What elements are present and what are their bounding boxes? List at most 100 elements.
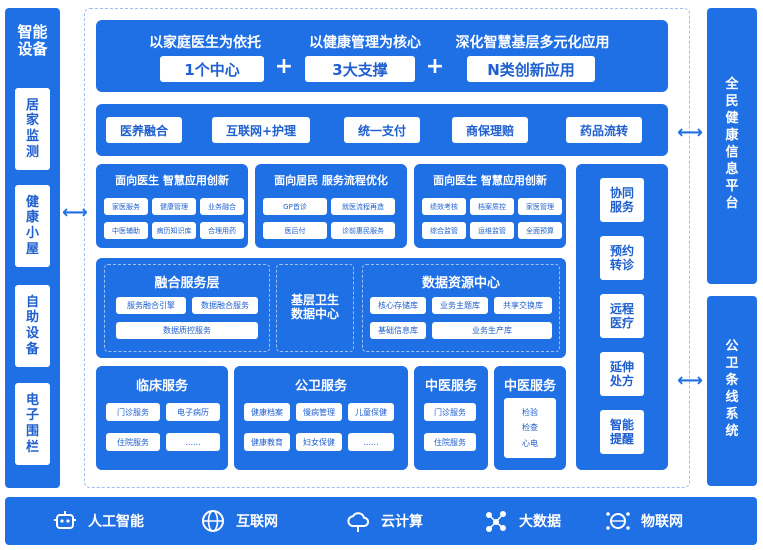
bottom-panel-title: 中医服务: [424, 379, 477, 394]
left-device-char: 助: [25, 310, 39, 326]
app-panel-tag: 中医辅助: [104, 222, 148, 239]
tech-bar-item: 大数据: [483, 508, 561, 534]
right-service-line: 智能: [609, 417, 634, 432]
service-row-item: 医养融合: [106, 117, 182, 143]
left-column-title: 智能 设备: [17, 22, 48, 58]
tag-share-exchange: 共享交换库: [494, 297, 552, 314]
tag-data-fusion: 数据融合服务: [192, 297, 258, 314]
left-device-char: 测: [25, 144, 39, 160]
platform-char: 康: [725, 128, 739, 144]
iot-globe-icon: [605, 508, 631, 534]
tag-data-quality: 数据质控服务: [116, 322, 258, 339]
slogan-3: 深化智慧基层多元化应用: [455, 35, 610, 51]
public-health-panel: [707, 296, 757, 486]
plus-1: +: [274, 54, 294, 79]
platform-char: 信: [725, 145, 739, 160]
app-panel-tag: 诊前惠民服务: [331, 222, 395, 239]
resource-title: 数据资源中心: [421, 276, 500, 291]
app-panel-tag: 家医服务: [104, 198, 148, 215]
platform-char: 全: [725, 77, 739, 93]
app-panel-tag: GP首诊: [263, 198, 327, 215]
service-row-item: 药品流转: [566, 117, 642, 143]
arrow-left-connector: ⟷: [62, 202, 88, 223]
slogan-2: 以健康管理为核心: [309, 35, 421, 51]
app-panel-tag: 综合监管: [422, 222, 466, 239]
public-health-char: 系: [725, 406, 739, 422]
bottom-panel-tag: 电子病历: [166, 403, 220, 421]
platform-title: 全民健康信息平台: [707, 60, 757, 230]
bottom-panel-tag: 检验: [522, 408, 538, 418]
app-panel-tag: 就医流程再造: [331, 198, 395, 215]
center-title: 基层卫生 数据中心: [290, 293, 339, 321]
app-panel-tag: 医后付: [263, 222, 327, 239]
arrow-right-bottom-connector: ⟷: [677, 370, 703, 391]
bottom-panel-tag: 慢病管理: [296, 403, 342, 421]
fusion-title: 融合服务层: [154, 276, 220, 291]
app-panel-tag: 绩效考核: [422, 198, 466, 215]
left-device-char: 电: [25, 392, 39, 408]
app-panel-title: 面向医生 智慧应用创新: [433, 174, 547, 187]
service-row-item: 统一支付: [344, 117, 420, 143]
bottom-panel-tag: 健康教育: [244, 433, 290, 451]
robot-icon: [52, 508, 78, 534]
right-service-item: 协同服务: [600, 178, 644, 222]
app-panel-tag: 病历知识库: [152, 222, 196, 239]
public-health-char: 线: [725, 390, 739, 405]
service-row-item: 商保理赔: [452, 117, 528, 143]
public-health-char: 统: [725, 423, 739, 439]
left-device-char: 栏: [25, 439, 39, 455]
left-device-char: 康: [25, 210, 39, 226]
right-service-line: 转诊: [609, 258, 634, 272]
tech-bar: [5, 497, 757, 545]
tech-bar-item: 物联网: [605, 508, 683, 534]
left-device-item: 电子围栏: [15, 383, 50, 465]
public-health-title: 公卫条线系统: [707, 320, 757, 460]
right-service-item: 智能提醒: [600, 410, 644, 454]
right-service-line: 处方: [609, 374, 634, 388]
left-device-item: 健康小屋: [15, 185, 50, 267]
tag-biz-theme: 业务主题库: [432, 297, 488, 314]
tag-base-info: 基础信息库: [370, 322, 426, 339]
platform-char: 平: [725, 178, 739, 194]
left-device-char: 备: [25, 341, 39, 357]
right-service-line: 医疗: [609, 316, 634, 330]
service-row-item: 互联网+护理: [212, 117, 310, 143]
app-panel-tag: 合理用药: [200, 222, 244, 239]
right-service-line: 提醒: [609, 432, 634, 446]
platform-panel: [707, 8, 757, 284]
bottom-panel-tag-stack: 检验检查心电: [504, 398, 556, 458]
right-service-line: 远程: [609, 301, 634, 316]
tech-bar-label: 物联网: [641, 514, 683, 530]
left-device-char: 家: [25, 113, 39, 129]
app-panel-tag: 运维监管: [470, 222, 514, 239]
right-service-item: 延伸处方: [600, 352, 644, 396]
box-three-pillars: 3大支撑: [305, 56, 415, 82]
tag-core-store: 核心存储库: [370, 297, 426, 314]
tech-bar-label: 云计算: [381, 514, 423, 530]
app-panel-tag: 业务融合: [200, 198, 244, 215]
left-device-item: 自助设备: [15, 285, 50, 367]
app-panel-tag: 档案质控: [470, 198, 514, 215]
left-device-char: 自: [25, 294, 39, 310]
app-panel-tag: 全面预算: [518, 222, 562, 239]
right-service-line: 服务: [609, 200, 634, 214]
slogan-1: 以家庭医生为依托: [149, 35, 261, 51]
main-frame: [84, 8, 690, 488]
bottom-panel-title: 中医服务: [503, 379, 556, 394]
bottom-panel-title: 临床服务: [135, 379, 188, 394]
platform-char: 台: [725, 195, 739, 211]
center-subpanel: [276, 264, 354, 352]
tag-fusion-engine: 服务融合引擎: [116, 297, 186, 314]
bottom-panel-tag: 儿童保健: [348, 403, 394, 421]
app-panel-title: 面向居民 服务流程优化: [274, 174, 388, 187]
left-device-char: 监: [25, 129, 39, 144]
tech-bar-label: 大数据: [519, 514, 561, 530]
right-service-line: 延伸: [609, 359, 634, 374]
cloud-icon: [345, 508, 371, 534]
platform-char: 健: [725, 111, 739, 127]
plus-2: +: [425, 54, 445, 79]
bottom-panel-tag: 妇女保健: [296, 433, 342, 451]
left-device-char: 小: [25, 226, 39, 241]
bottom-panel-tag: 检查: [522, 423, 538, 433]
resource-subpanel: [362, 264, 560, 352]
